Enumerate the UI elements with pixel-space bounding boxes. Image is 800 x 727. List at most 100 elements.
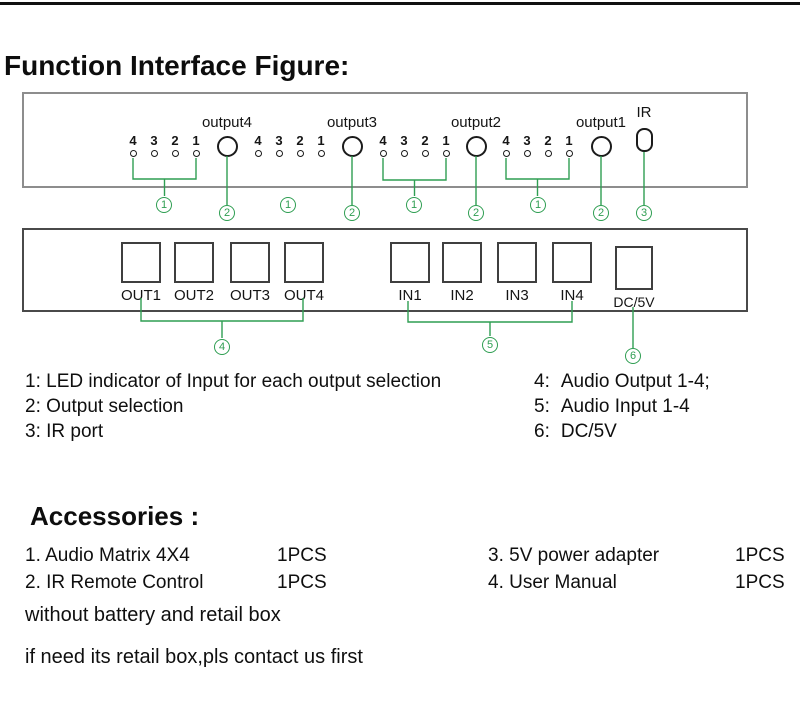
led-indicator — [275, 150, 283, 157]
port-in2 — [442, 242, 482, 283]
port-out1-label: OUT1 — [120, 287, 161, 304]
note-retail-box: if need its retail box,pls contact us fi… — [25, 646, 363, 668]
output1-label: output1 — [575, 114, 627, 131]
led-number-label: 4 — [129, 133, 137, 148]
legend-left-column: 1: LED indicator of Input for each outpu… — [25, 369, 441, 444]
callout-4: 4 — [214, 339, 230, 355]
page-top-border — [0, 2, 800, 5]
callout-1: 1 — [280, 197, 296, 213]
led-indicator — [171, 150, 179, 157]
legend-item-6-number: 6: — [534, 421, 550, 442]
led-number-label: 1 — [565, 133, 573, 148]
callout-2: 2 — [468, 205, 484, 221]
led-indicator — [192, 150, 200, 157]
led-number-label: 3 — [275, 133, 283, 148]
accessory-item-qty: 1PCS — [735, 545, 785, 566]
legend-item-2: 2: Output selection — [25, 396, 184, 417]
legend-item-4: 4: Audio Output 1-4; — [534, 369, 710, 394]
port-in4 — [552, 242, 592, 283]
accessory-item-qty: 1PCS — [735, 572, 785, 593]
output4-button — [216, 136, 238, 157]
led-number-label: 2 — [421, 133, 429, 148]
rear-panel-figure: OUT1 OUT2 OUT3 OUT4 IN1 IN2 IN3 IN4 DC/5… — [22, 228, 748, 312]
port-out3-label: OUT3 — [229, 287, 270, 304]
port-out4-label: OUT4 — [283, 287, 324, 304]
led-indicator — [317, 150, 325, 157]
legend-item-6: 6: DC/5V — [534, 419, 710, 444]
led-number-label: 2 — [544, 133, 552, 148]
led-number-label: 2 — [171, 133, 179, 148]
output2-selector-unit: output2 — [446, 114, 506, 157]
led-indicator — [129, 150, 137, 157]
led-indicator — [565, 150, 573, 157]
legend-item-5: 5: Audio Input 1-4 — [534, 394, 710, 419]
port-out4 — [284, 242, 324, 283]
legend-right-column: 4: Audio Output 1-4; 5: Audio Input 1-4 … — [534, 369, 710, 444]
led-number-label: 2 — [296, 133, 304, 148]
callout-2: 2 — [344, 205, 360, 221]
front-panel-figure: 4 3 2 1 output4 4 3 2 1 output3 4 3 2 1 … — [22, 92, 748, 188]
legend-item-5-text: Audio Input 1-4 — [560, 396, 690, 417]
led-number-label: 1 — [442, 133, 450, 148]
led-indicator — [523, 150, 531, 157]
accessory-item-name: 3. 5V power adapter — [488, 545, 660, 566]
led-number-label: 3 — [150, 133, 158, 148]
led-indicator — [254, 150, 262, 157]
port-out1 — [121, 242, 161, 283]
led-indicator — [442, 150, 450, 157]
callout-2: 2 — [219, 205, 235, 221]
port-in3-label: IN3 — [505, 287, 529, 304]
ir-label: IR — [636, 104, 652, 121]
accessory-item-name: 2. IR Remote Control — [25, 572, 204, 593]
led-number-label: 3 — [523, 133, 531, 148]
ir-window — [635, 128, 653, 152]
led-group-output4: 4 3 2 1 — [129, 134, 200, 157]
accessories-heading: Accessories : — [30, 501, 200, 531]
port-dc5v — [615, 246, 653, 290]
output4-selector-unit: output4 — [197, 114, 257, 157]
legend-item-6-text: DC/5V — [560, 421, 617, 442]
callout-1: 1 — [156, 197, 172, 213]
port-out3 — [230, 242, 270, 283]
led-column: 2 — [296, 134, 304, 157]
led-number-label: 4 — [379, 133, 387, 148]
port-out2-label: OUT2 — [173, 287, 214, 304]
note-battery: without battery and retail box — [25, 604, 281, 626]
led-column: 4 — [502, 134, 510, 157]
callout-1: 1 — [530, 197, 546, 213]
callout-5: 5 — [482, 337, 498, 353]
port-in1-label: IN1 — [398, 287, 422, 304]
accessory-item-qty: 1PCS — [277, 545, 327, 566]
led-number-label: 1 — [192, 133, 200, 148]
led-indicator — [421, 150, 429, 157]
led-group-output2: 4 3 2 1 — [379, 134, 450, 157]
led-column: 3 — [150, 134, 158, 157]
led-number-label: 4 — [502, 133, 510, 148]
led-number-label: 4 — [254, 133, 262, 148]
port-dc5v-label: DC/5V — [613, 294, 655, 310]
led-indicator — [544, 150, 552, 157]
accessory-item-name: 4. User Manual — [488, 572, 617, 593]
port-in1 — [390, 242, 430, 283]
led-group-output3: 4 3 2 1 — [254, 134, 325, 157]
output3-label: output3 — [326, 114, 378, 131]
legend-item-1: 1: LED indicator of Input for each outpu… — [25, 371, 442, 392]
port-in3 — [497, 242, 537, 283]
page-title: Function Interface Figure: — [4, 50, 350, 81]
led-column: 4 — [254, 134, 262, 157]
ir-port-unit: IR — [614, 104, 674, 152]
callout-2: 2 — [593, 205, 609, 221]
led-group-output1: 4 3 2 1 — [502, 134, 573, 157]
accessory-item-qty: 1PCS — [277, 572, 327, 593]
legend-item-4-number: 4: — [534, 371, 550, 392]
led-column: 1 — [442, 134, 450, 157]
output1-selector-unit: output1 — [571, 114, 631, 157]
led-column: 4 — [129, 134, 137, 157]
led-column: 4 — [379, 134, 387, 157]
callout-3: 3 — [636, 205, 652, 221]
led-column: 3 — [523, 134, 531, 157]
led-indicator — [150, 150, 158, 157]
led-column: 2 — [171, 134, 179, 157]
led-indicator — [379, 150, 387, 157]
